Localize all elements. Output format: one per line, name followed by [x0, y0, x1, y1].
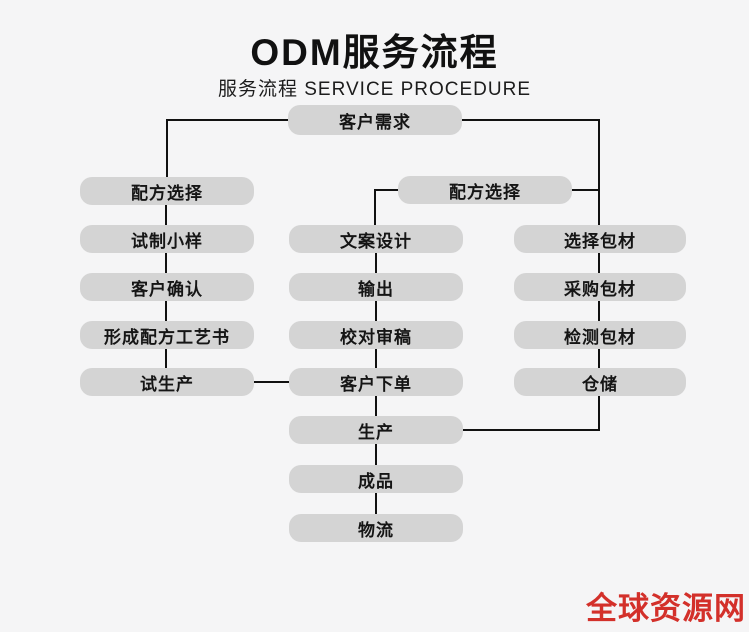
page-title: ODM服务流程: [250, 32, 499, 73]
connector-demand-left-vertical: [166, 119, 168, 178]
connector-mid-col-v3: [375, 349, 377, 369]
page-subtitle: 服务流程 SERVICE PROCEDURE: [217, 79, 532, 100]
connector-mid-col-v5: [375, 444, 377, 466]
connector-left-col-v1: [165, 205, 167, 226]
connector-left-col-v2: [165, 253, 167, 274]
flow-node-production: 生产: [289, 416, 463, 444]
flow-node-packaging-purchase: 采购包材: [514, 273, 686, 301]
watermark-text: 全球资源网: [586, 591, 746, 626]
flow-node-formula-process-book: 形成配方工艺书: [80, 321, 254, 349]
flow-node-proofread-review: 校对审稿: [289, 321, 463, 349]
connector-formula-mid-right-link: [571, 189, 599, 191]
connector-formula-mid-left-horizontal: [374, 189, 399, 191]
flow-node-trial-sample: 试制小样: [80, 225, 254, 253]
flow-node-warehouse: 仓储: [514, 368, 686, 396]
flow-node-copy-design: 文案设计: [289, 225, 463, 253]
flow-node-customer-demand: 客户需求: [288, 105, 462, 135]
connector-mid-col-v2: [375, 301, 377, 322]
flow-node-formula-select-mid: 配方选择: [398, 176, 572, 204]
connector-mid-col-v1: [375, 253, 377, 274]
flow-node-customer-order: 客户下单: [289, 368, 463, 396]
connector-demand-right-horizontal: [461, 119, 599, 121]
flow-node-packaging-select: 选择包材: [514, 225, 686, 253]
connector-left-col-v4: [165, 349, 167, 369]
flow-node-customer-confirm: 客户确认: [80, 273, 254, 301]
connector-demand-left-horizontal: [166, 119, 289, 121]
flow-node-logistics: 物流: [289, 514, 463, 542]
connector-trial-to-order-horizontal: [253, 381, 290, 383]
flow-node-formula-select-left: 配方选择: [80, 177, 254, 205]
connector-left-col-v3: [165, 301, 167, 322]
flow-node-packaging-test: 检测包材: [514, 321, 686, 349]
connector-formula-mid-left-vertical: [374, 189, 376, 226]
connector-production-right-horizontal: [462, 429, 599, 431]
flow-node-output: 输出: [289, 273, 463, 301]
connector-mid-col-v4: [375, 396, 377, 417]
connector-mid-col-v6: [375, 493, 377, 515]
flow-node-trial-production: 试生产: [80, 368, 254, 396]
flow-node-finished-product: 成品: [289, 465, 463, 493]
